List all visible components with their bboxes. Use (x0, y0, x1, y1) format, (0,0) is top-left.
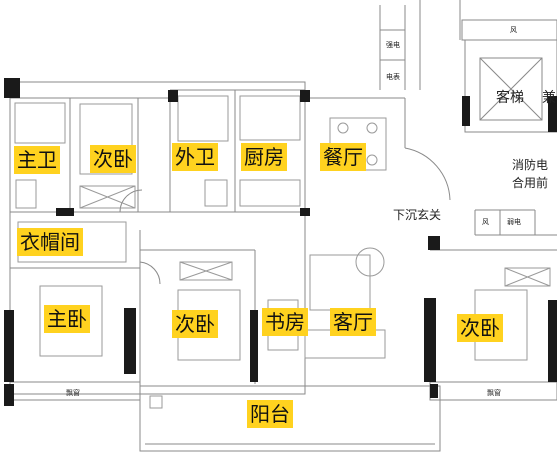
room-label-bedroom-middle: 次卧 (172, 310, 218, 338)
label-sunken-entry: 下沉玄关 (393, 208, 442, 222)
label-passenger-lift: 客梯 (496, 90, 524, 106)
room-label-cloakroom: 衣帽间 (17, 228, 83, 256)
thick-walls (4, 78, 557, 406)
label-shaft-wind-top: 风 (510, 26, 517, 34)
label-fire-elevator-2: 合用前 (512, 176, 549, 190)
label-weak-current: 弱电 (507, 218, 521, 226)
room-label-balcony: 阳台 (247, 400, 293, 428)
room-label-master-bath: 主卫 (14, 146, 60, 174)
furniture (14, 95, 551, 409)
label-shaft-wind: 风 (482, 218, 489, 226)
label-bay-window-right: 飘窗 (487, 389, 501, 397)
room-label-study: 书房 (262, 308, 308, 336)
label-fire-elevator-1: 消防电 (512, 158, 549, 172)
label-electric-meter: 电表 (386, 73, 400, 81)
room-label-living-room: 客厅 (330, 308, 376, 336)
room-label-dining: 餐厅 (320, 143, 366, 171)
room-label-bedroom-right: 次卧 (457, 314, 503, 342)
room-label-bedroom-upper: 次卧 (90, 145, 136, 173)
room-label-kitchen: 厨房 (241, 143, 287, 171)
label-passenger-lift-suffix: 兼 (542, 90, 556, 106)
label-strong-current: 强电 (386, 41, 400, 49)
wall-outlines (9, 0, 557, 452)
room-label-guest-bath: 外卫 (172, 143, 218, 171)
label-bay-window-left: 飘窗 (66, 389, 80, 397)
room-label-master-bedroom: 主卧 (44, 305, 90, 333)
